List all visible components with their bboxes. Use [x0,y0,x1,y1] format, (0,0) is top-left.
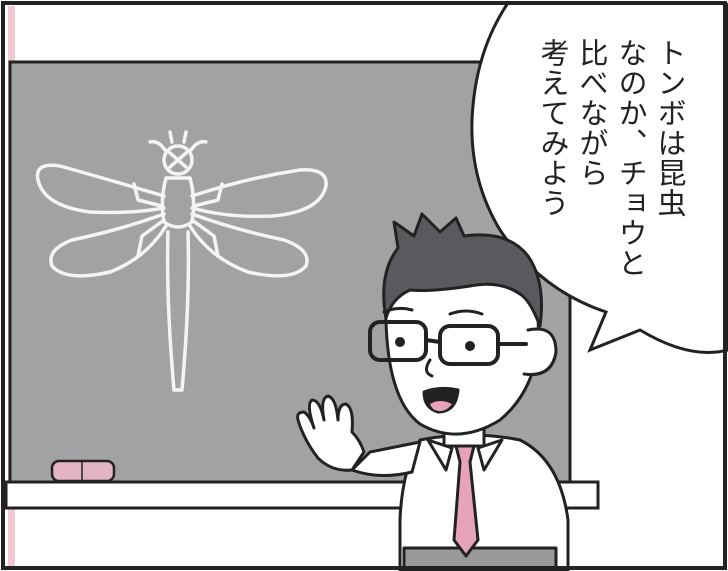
speech-line-4: 考えてみよう [536,38,570,218]
necktie [452,444,480,558]
chalkboard-eraser-icon [50,459,116,483]
speech-line-2: なのか、チョウと [614,38,648,278]
speech-line-3: 比べながら [575,38,609,188]
teacher-with-glasses-icon [296,212,570,571]
dragonfly-drawing-icon [35,130,328,392]
speech-line-1: トンボは昆虫 [653,38,687,218]
speech-text: トンボは昆虫 なのか、チョウと 比べながら 考えてみよう [536,38,687,278]
